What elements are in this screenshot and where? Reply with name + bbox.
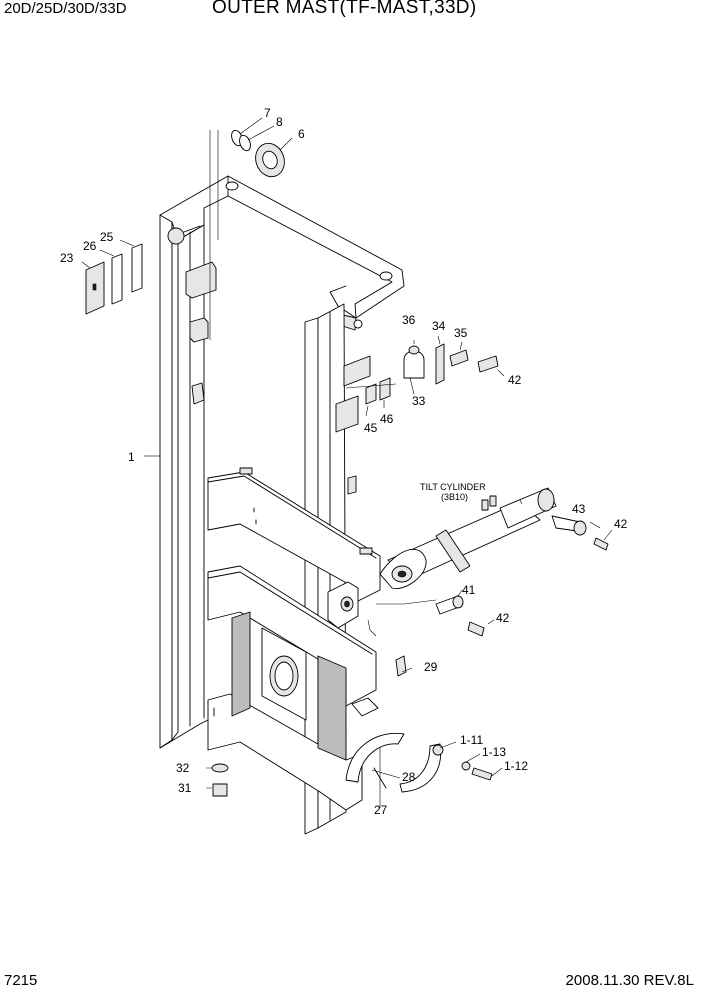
callout-42-mid: 42 — [614, 517, 628, 531]
callout-25: 25 — [100, 230, 114, 244]
callout-1-13: 1-13 — [482, 745, 506, 759]
model-list: 20D/25D/30D/33D — [4, 0, 127, 17]
callout-26: 26 — [83, 239, 97, 253]
callout-labels: 1 7 8 6 23 26 25 36 34 35 42 33 45 46 TI… — [60, 106, 628, 817]
callout-31: 31 — [178, 781, 192, 795]
shim-plates — [85, 243, 143, 315]
callout-36: 36 — [402, 313, 416, 327]
page-number: 7215 — [4, 972, 38, 989]
pins-and-bolts — [211, 515, 609, 797]
tilt-cylinder-ref: (3B10) — [441, 492, 468, 502]
leader-lines — [81, 117, 613, 808]
bearing-washers — [231, 129, 285, 178]
callout-23: 23 — [60, 251, 74, 265]
callout-1-12: 1-12 — [504, 759, 528, 773]
callout-33: 33 — [412, 394, 426, 408]
callout-41: 41 — [462, 583, 476, 597]
callout-28: 28 — [402, 770, 416, 784]
callout-34: 34 — [432, 319, 446, 333]
callout-8: 8 — [276, 115, 283, 129]
callout-46: 46 — [380, 412, 394, 426]
pivot-bearing-caps — [345, 732, 493, 793]
callout-32: 32 — [176, 761, 190, 775]
tilt-cylinder — [379, 487, 557, 590]
callout-43: 43 — [572, 502, 586, 516]
callout-42-top: 42 — [508, 373, 522, 387]
callout-6: 6 — [298, 127, 305, 141]
callout-35: 35 — [454, 326, 468, 340]
callout-27: 27 — [374, 803, 388, 817]
callout-29: 29 — [424, 660, 438, 674]
hose-clamp-group — [335, 343, 499, 433]
revision-date: 2008.11.30 REV.8L — [565, 972, 694, 989]
callout-1-11: 1-11 — [460, 733, 483, 747]
callout-7: 7 — [264, 106, 271, 120]
outer-mast-frame — [159, 175, 405, 835]
callout-42-low: 42 — [496, 611, 510, 625]
callout-1: 1 — [128, 450, 135, 464]
page-title: OUTER MAST(TF-MAST,33D) — [212, 0, 477, 18]
tilt-cylinder-label: TILT CYLINDER — [420, 482, 486, 492]
callout-45: 45 — [364, 421, 378, 435]
